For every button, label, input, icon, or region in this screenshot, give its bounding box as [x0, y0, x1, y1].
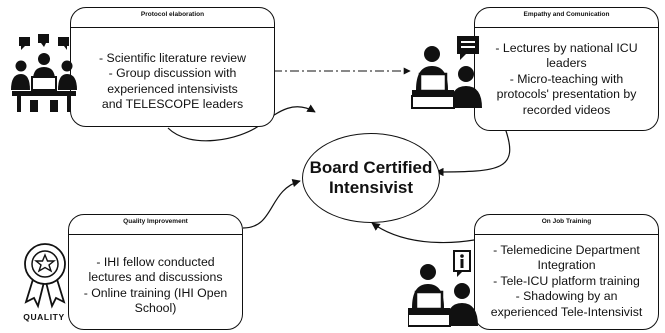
title-divider: [69, 234, 242, 235]
text-line: recorded videos: [522, 102, 611, 117]
on-job-training-text: - Telemedicine Department Integration - …: [481, 243, 652, 320]
text-line: experienced intensivists: [107, 81, 238, 96]
quality-improvement-title: Quality Improvement: [123, 218, 188, 225]
text-line: - Online training (IHI Open: [83, 285, 228, 300]
text-line: - Lectures by national ICU: [495, 41, 638, 55]
text-line: - Micro-teaching with: [509, 71, 624, 86]
empathy-communication-box: Empathy and Comunication - Lectures by n…: [474, 7, 659, 131]
lecturer-icon: [411, 36, 482, 109]
text-line: Integration: [537, 258, 596, 273]
text-line: - Scientific literature review: [99, 51, 246, 65]
on-job-training-box: On Job Training - Telemedicine Departmen…: [474, 214, 659, 330]
title-divider: [475, 234, 658, 235]
text-line: - Group discussion with: [108, 66, 237, 81]
title-divider: [71, 27, 274, 28]
on-job-training-title: On Job Training: [541, 218, 592, 225]
board-certified-intensivist-node: Board Certified Intensivist: [302, 133, 440, 223]
empathy-to-center-arrow: [435, 127, 511, 177]
text-line: lectures and discussions: [88, 270, 223, 285]
center-line-2: Intensivist: [328, 178, 414, 197]
protocol-elaboration-text: - Scientific literature review - Group d…: [77, 51, 268, 113]
protocol-elaboration-box: Protocol elaboration - Scientific litera…: [70, 7, 275, 127]
protocol-elaboration-title: Protocol elaboration: [140, 11, 205, 18]
quality-icon-label: QUALITY: [23, 312, 65, 322]
text-line: and TELESCOPE leaders: [101, 97, 244, 112]
quality-improvement-box: Quality Improvement - IHI fellow conduct…: [68, 214, 243, 330]
text-line: - Tele-ICU platform training: [493, 273, 640, 288]
center-line-1: Board Certified: [309, 158, 433, 177]
group-meeting-icon: [11, 34, 77, 112]
text-line: - Telemedicine Department: [493, 243, 640, 257]
text-line: protocols' presentation by: [496, 87, 637, 102]
text-line: experienced Tele-Intensivist: [490, 304, 643, 319]
empathy-communication-text: - Lectures by national ICU leaders - Mic…: [481, 41, 652, 118]
quality-to-center-arrow: [242, 179, 301, 229]
quality-improvement-text: - IHI fellow conducted lectures and disc…: [75, 255, 236, 317]
empathy-communication-title: Empathy and Comunication: [523, 11, 610, 18]
text-line: - Shadowing by an: [515, 289, 618, 304]
text-line: - IHI fellow conducted: [96, 255, 215, 269]
text-line: School): [134, 301, 177, 316]
quality-ribbon-icon: [24, 243, 66, 309]
title-divider: [475, 27, 658, 28]
info-training-icon: [408, 250, 478, 327]
text-line: leaders: [546, 56, 587, 71]
